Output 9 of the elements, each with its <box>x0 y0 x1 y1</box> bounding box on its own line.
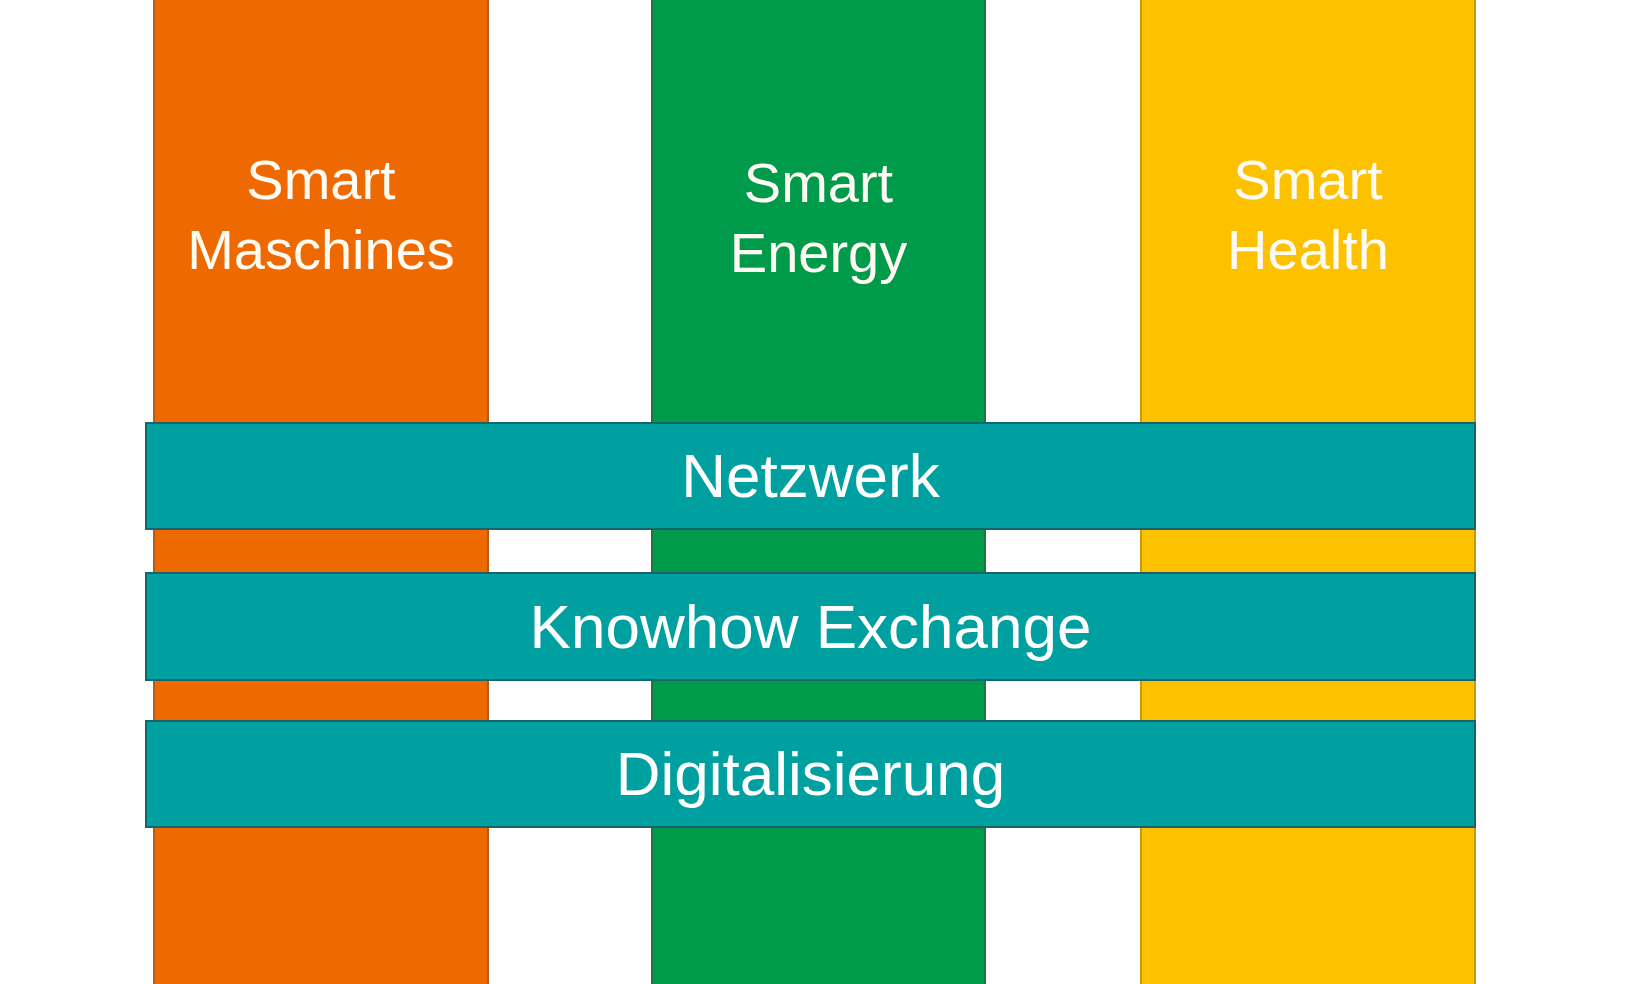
band-label: Knowhow Exchange <box>529 590 1092 663</box>
pillar-label: Smart Maschines <box>187 147 455 283</box>
band-bar <box>145 422 1476 530</box>
band-label: Netzwerk <box>681 440 940 512</box>
band-bar <box>145 572 1476 681</box>
pillar-label: Smart Health <box>1227 147 1389 283</box>
band-label: Digitalisierung <box>615 738 1006 810</box>
band-bar <box>145 720 1476 828</box>
pillar-label: Smart Energy <box>729 150 908 286</box>
